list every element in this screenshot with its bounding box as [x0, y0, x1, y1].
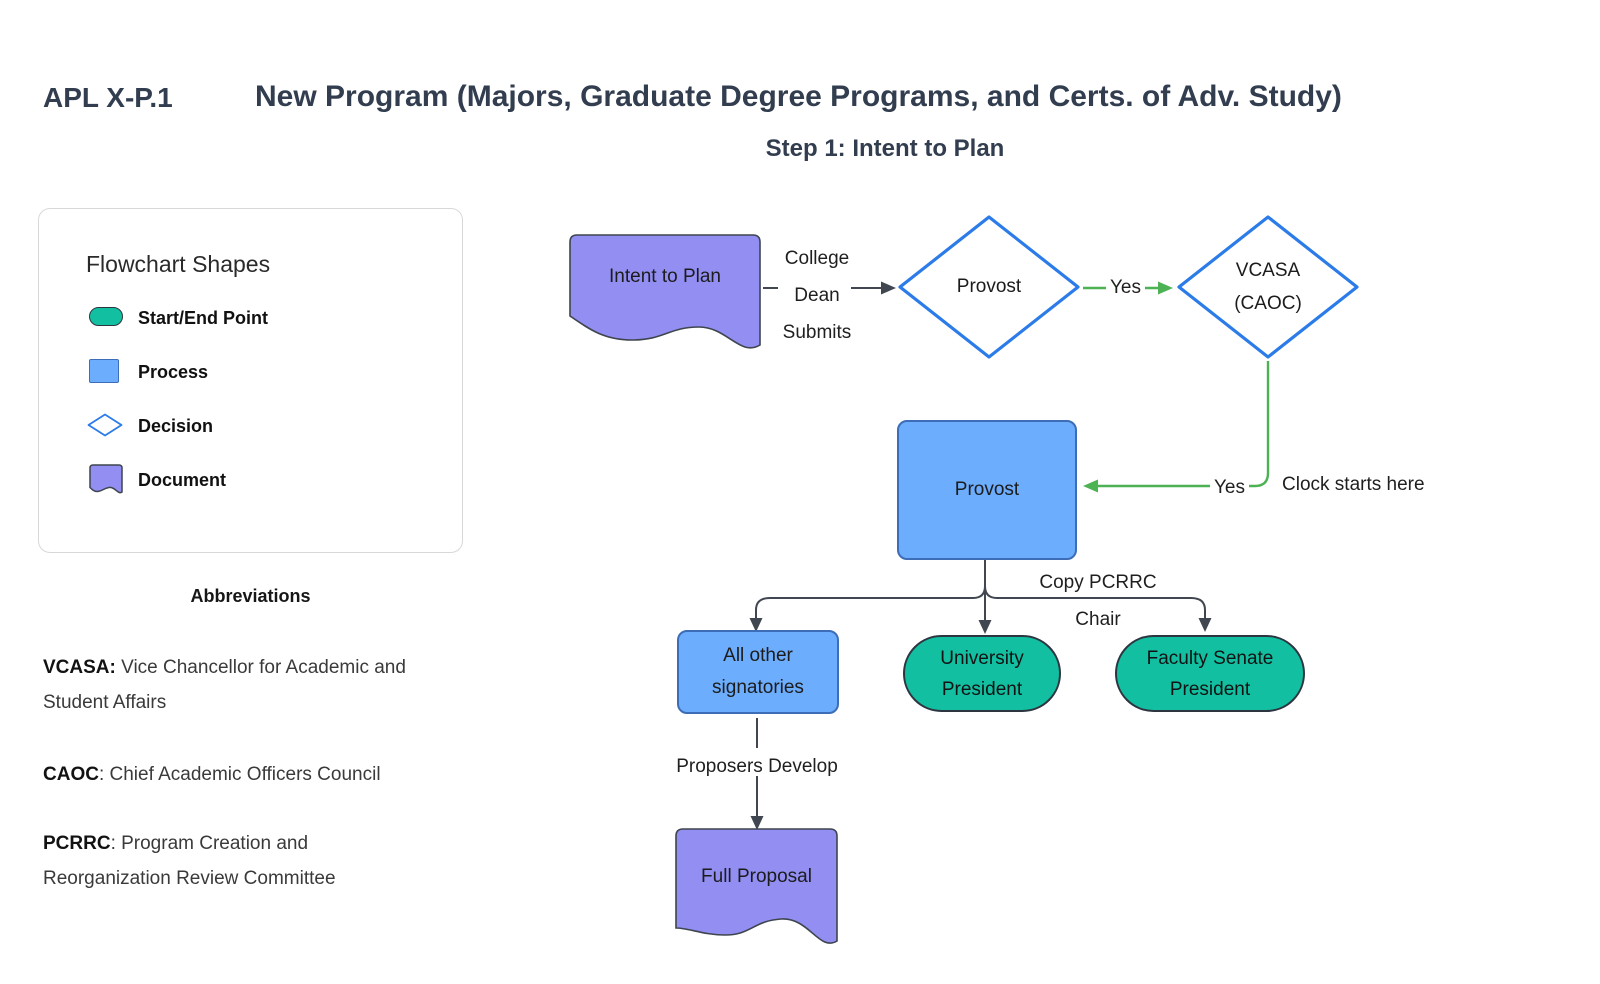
page-subtitle: Step 1: Intent to Plan: [765, 135, 1005, 162]
legend-title: Flowchart Shapes: [86, 251, 271, 277]
abbreviation-vcasa: VCASA: Vice Chancellor for Academic and …: [43, 650, 463, 720]
provost-decision-diamond: [898, 215, 1080, 359]
faculty-senate-president-node: Faculty Senate President: [1115, 635, 1305, 712]
vcasa-decision-diamond: [1177, 215, 1359, 359]
abbr-term: CAOC: [43, 764, 99, 785]
page-title: New Program (Majors, Graduate Degree Pro…: [255, 80, 1342, 113]
doc-code: APL X-P.1: [43, 82, 173, 113]
proposers-develop-label: Proposers Develop: [676, 756, 838, 777]
document-shape-icon: [89, 464, 123, 494]
all-other-signatories-box: All other signatories: [677, 630, 839, 714]
arrowhead: [1158, 281, 1173, 295]
start-end-shape-icon: [89, 307, 123, 326]
yes-label-1: Yes: [1106, 277, 1145, 299]
arrowhead: [1198, 618, 1212, 632]
copy-pcrrc-chair-label: Copy PCRRC Chair: [1039, 572, 1157, 630]
arrowhead: [881, 281, 896, 295]
abbreviations-title: Abbreviations: [190, 586, 311, 606]
arrowhead: [1083, 479, 1098, 493]
clock-starts-here-label: Clock starts here: [1282, 474, 1425, 495]
abbr-definition: Vice Chancellor for Academic and Student…: [43, 657, 406, 713]
provost-process-box: Provost: [897, 420, 1077, 560]
legend-item-process: Process: [138, 362, 209, 382]
legend-card: Flowchart Shapes Start/End Point Process…: [38, 208, 463, 553]
university-president-node: University President: [903, 635, 1061, 712]
abbr-term: VCASA:: [43, 657, 116, 678]
decision-shape-icon: [87, 413, 123, 437]
edge-yes-to-provost-process: [1098, 361, 1270, 488]
abbr-term: PCRRC: [43, 833, 111, 854]
full-proposal-document: [675, 828, 838, 944]
legend-item-decision: Decision: [138, 416, 214, 436]
abbreviation-pcrrc: PCRRC: Program Creation and Reorganizati…: [43, 826, 393, 896]
intent-to-plan-document: [569, 234, 761, 349]
edge-to-signatories: [755, 585, 986, 618]
abbr-definition: : Chief Academic Officers Council: [98, 764, 381, 785]
abbr-definition: : Program Creation and Reorganization Re…: [43, 833, 336, 889]
abbreviation-caoc: CAOC: Chief Academic Officers Council: [43, 757, 483, 792]
yes-label-2: Yes: [1210, 477, 1249, 499]
college-dean-submits-label: College Dean Submits: [782, 248, 852, 343]
process-shape-icon: [89, 359, 119, 383]
legend-item-start-end: Start/End Point: [138, 308, 268, 328]
legend-item-document: Document: [138, 470, 227, 490]
arrowhead: [978, 620, 992, 634]
